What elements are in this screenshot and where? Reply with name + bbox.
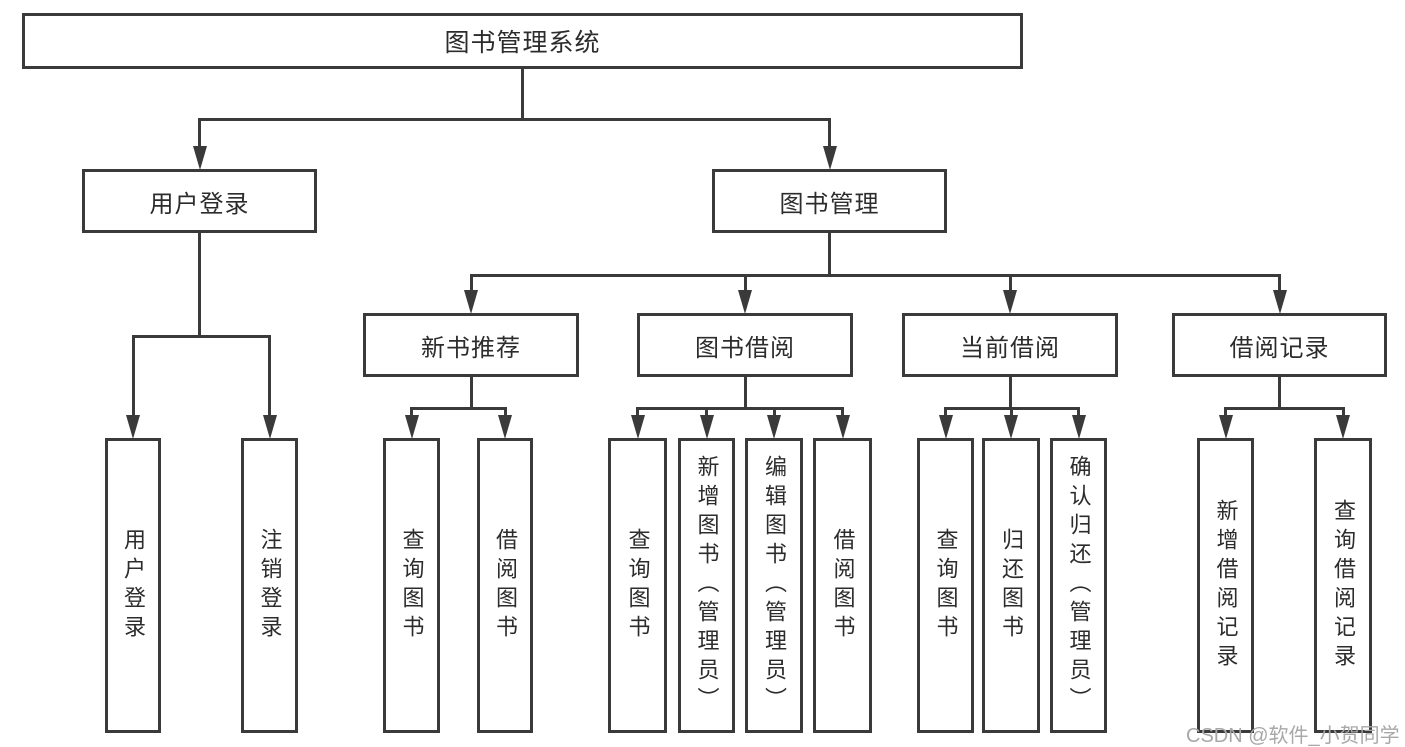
connector-line: [841, 410, 844, 418]
connector-line: [1278, 377, 1281, 410]
node-leaf-bb-query-books: 查询图书: [608, 438, 667, 733]
connector-line: [268, 338, 271, 418]
node-leaf-br-add-record: 新增借阅记录: [1197, 438, 1254, 733]
arrowhead-down-icon: [1272, 290, 1287, 314]
node-leaf-br-query-record: 查询借阅记录: [1314, 438, 1372, 733]
connector-line: [743, 377, 747, 410]
connector-line: [469, 377, 473, 410]
node-label: 查询借阅记录: [1331, 498, 1356, 673]
arrowhead-down-icon: [262, 415, 277, 439]
node-label: 借阅图书: [493, 527, 518, 644]
node-label: 用户登录: [149, 190, 250, 218]
watermark: CSDN @软件_小贺同学: [1186, 725, 1400, 747]
node-label: 图书借阅: [695, 334, 795, 362]
arrowhead-down-icon: [1218, 415, 1233, 439]
node-new-book-recommend: 新书推荐: [363, 313, 579, 377]
arrowhead-down-icon: [738, 290, 752, 314]
node-label: 编辑图书（管理员）: [762, 455, 787, 716]
arrowhead-down-icon: [1071, 415, 1086, 439]
arrowhead-down-icon: [1336, 415, 1350, 439]
connector-line: [1278, 277, 1281, 293]
arrowhead-down-icon: [1004, 415, 1018, 439]
node-leaf-cb-confirm-return: 确认归还（管理员）: [1050, 438, 1107, 733]
connector-line: [1341, 410, 1345, 418]
node-label: 查询图书: [399, 527, 425, 644]
node-label: 新增借阅记录: [1213, 498, 1239, 673]
arrowhead-down-icon: [630, 415, 645, 439]
connector-line: [1224, 410, 1227, 418]
connector-line: [705, 410, 708, 418]
node-label: 新增图书（管理员）: [694, 455, 720, 716]
node-label: 查询图书: [625, 527, 651, 644]
arrowhead-down-icon: [192, 146, 207, 170]
connector-line: [743, 277, 747, 293]
connector-line: [772, 410, 776, 418]
connector-line: [636, 410, 639, 418]
node-leaf-nb-query-books: 查询图书: [383, 438, 440, 733]
node-leaf-bb-add-books: 新增图书（管理员）: [678, 438, 735, 733]
connector-line: [1224, 407, 1345, 410]
connector-line: [131, 335, 271, 338]
node-current-borrowing: 当前借阅: [902, 313, 1118, 377]
connector-line: [469, 277, 473, 293]
node-label: 注销登录: [257, 527, 283, 644]
arrowhead-down-icon: [822, 146, 837, 170]
node-borrowing-records: 借阅记录: [1172, 313, 1387, 377]
connector-line: [1009, 410, 1013, 418]
node-root: 图书管理系统: [22, 13, 1023, 69]
arrowhead-down-icon: [699, 415, 714, 439]
connector-line: [828, 233, 831, 277]
connector-line: [944, 410, 947, 418]
connector-line: [1077, 410, 1080, 418]
connector-line: [469, 274, 1281, 277]
node-leaf-logout: 注销登录: [241, 438, 298, 733]
node-book-borrowing: 图书借阅: [637, 313, 853, 377]
node-label: 借阅图书: [830, 527, 856, 644]
connector-line: [198, 118, 831, 121]
connector-line: [636, 407, 844, 410]
connector-line: [503, 410, 507, 418]
node-label: 确认归还（管理员）: [1066, 455, 1092, 716]
arrowhead-down-icon: [767, 415, 781, 439]
node-user-login: 用户登录: [82, 169, 317, 233]
node-leaf-bb-edit-books: 编辑图书（管理员）: [745, 438, 803, 733]
connector-line: [131, 338, 135, 418]
node-label: 用户登录: [121, 527, 146, 644]
connector-line: [198, 121, 201, 149]
connector-line: [828, 121, 831, 149]
node-label: 图书管理系统: [444, 29, 601, 57]
connector-line: [944, 407, 1080, 410]
node-leaf-cb-return-books: 归还图书: [982, 438, 1040, 733]
node-leaf-user-login: 用户登录: [105, 438, 161, 733]
connector-line: [1008, 277, 1012, 293]
node-label: 当前借阅: [960, 334, 1060, 362]
node-label: 新书推荐: [421, 334, 521, 362]
connector-line: [410, 410, 413, 418]
arrowhead-down-icon: [464, 290, 478, 314]
node-label: 查询图书: [933, 527, 959, 644]
arrowhead-down-icon: [126, 415, 140, 439]
connector-line: [1008, 377, 1012, 410]
node-leaf-nb-borrow-books: 借阅图书: [477, 438, 533, 733]
node-book-management: 图书管理: [712, 169, 947, 233]
arrowhead-down-icon: [404, 415, 419, 439]
connector-line: [410, 407, 507, 410]
arrowhead-down-icon: [498, 415, 512, 439]
arrowhead-down-icon: [1003, 290, 1017, 314]
node-label: 归还图书: [999, 527, 1024, 644]
node-label: 借阅记录: [1229, 334, 1330, 362]
arrowhead-down-icon: [938, 415, 953, 439]
arrowhead-down-icon: [835, 415, 850, 439]
node-leaf-bb-borrow-books: 借阅图书: [813, 438, 872, 733]
node-label: 图书管理: [779, 190, 880, 218]
node-leaf-cb-query-books: 查询图书: [917, 438, 974, 733]
connector-line: [198, 233, 201, 338]
connector-line: [521, 69, 524, 121]
